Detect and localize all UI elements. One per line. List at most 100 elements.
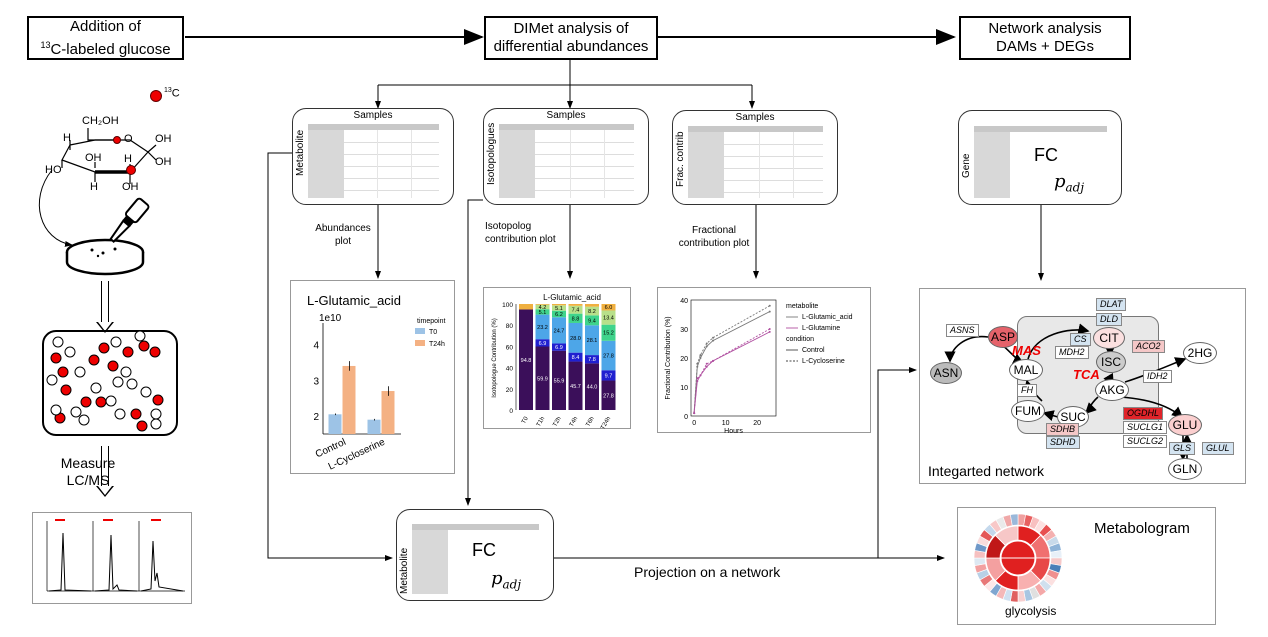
line-ytick-label: 20 — [680, 356, 688, 363]
unlabeled-cell-dot — [120, 366, 132, 378]
line-series — [693, 331, 770, 414]
unlabeled-cell-dot — [50, 404, 62, 416]
stack-bar-segment — [535, 309, 550, 315]
line-ytick-label: 0 — [684, 414, 688, 421]
line-point — [768, 304, 771, 307]
table-header-bar — [688, 126, 823, 132]
glucose-h-1: H — [63, 132, 71, 144]
node-fum: FUM — [1011, 400, 1045, 422]
unlabeled-cell-dot — [114, 408, 126, 420]
table-gridline — [344, 190, 439, 191]
stack-data-label: 6.9 — [555, 345, 563, 351]
node-mal: MAL — [1009, 359, 1043, 381]
abundances-caption-line2: plot — [334, 236, 352, 247]
padj-sub: adj — [1065, 180, 1085, 195]
line-point — [699, 354, 702, 357]
step-box-dimet-line1: DIMet analysis of — [513, 20, 629, 37]
table-gridline — [724, 168, 823, 169]
stack-data-label: 5.1 — [539, 310, 547, 316]
stack-data-label: 7.4 — [572, 308, 580, 314]
stack-bar-segment — [519, 309, 533, 410]
stack-data-label: 8.8 — [572, 316, 580, 322]
step-box-network-line1: Network analysis — [988, 20, 1102, 37]
stack-bar-segment — [585, 304, 599, 307]
line-point — [768, 328, 771, 330]
stack-bar-segment — [568, 361, 583, 410]
projection-label: Projection on a network — [634, 564, 781, 580]
line-legend-label: Control — [802, 347, 825, 354]
line-ytick-label: 40 — [680, 298, 688, 305]
stack-bar-segment — [519, 304, 533, 310]
stack-data-label: 28.1 — [587, 338, 598, 344]
bar-mark — [342, 365, 356, 434]
stack-data-label: 13.4 — [603, 316, 614, 322]
step-box-labeling-line2: 13C-labeled glucose — [40, 36, 170, 59]
stack-bar-segment — [552, 317, 566, 344]
measure-label: Measure LC/MS — [52, 455, 124, 489]
bar-chart-title: L-Glutamic_acid — [307, 293, 401, 308]
samples-header: Samples — [735, 112, 775, 123]
line-legend-label: L-Cycloserine — [802, 358, 845, 365]
labeled-cell-dot — [122, 346, 134, 358]
stack-bar-segment — [535, 339, 550, 347]
line-point — [705, 362, 708, 365]
stack-data-label: 4.2 — [539, 305, 547, 311]
stack-data-label: 15.2 — [603, 331, 614, 337]
stack-chart-title: L-Glutamic_acid — [543, 293, 601, 302]
step-box-dimet-line2: differential abundances — [493, 38, 649, 55]
stack-category-label: T1h — [536, 416, 546, 428]
node-akg: AKG — [1095, 379, 1129, 401]
line-point — [696, 362, 699, 365]
unlabeled-cell-dot — [78, 414, 90, 426]
stack-bar-segment — [568, 305, 583, 314]
table-gridline — [377, 130, 379, 198]
labeled-cell-dot — [80, 396, 92, 408]
gene-ogdhl: OGDHL — [1123, 407, 1164, 420]
padj-label: padj — [1054, 171, 1084, 195]
line-point — [705, 342, 708, 345]
glucose-oh-4: OH — [122, 181, 139, 193]
step-box-labeling-text: C-labeled glucose — [50, 40, 171, 58]
labeled-cell-dot — [98, 342, 110, 354]
step-box-dimet: DIMet analysis of differential abundance… — [484, 16, 658, 60]
padj-p: p — [491, 568, 503, 589]
stack-data-label: 59.9 — [537, 376, 548, 382]
network-title: Integarted network — [928, 463, 1044, 479]
stack-ytick-label: 0 — [509, 408, 513, 415]
lcms-spectrum-plot — [46, 519, 185, 592]
stack-bar-segment — [601, 310, 616, 325]
table-header-bar — [499, 124, 634, 130]
carbon13-text: C — [171, 87, 180, 100]
stack-bar-segment — [552, 343, 566, 351]
labeled-cells-container — [42, 330, 178, 436]
node-suc: SUC — [1057, 406, 1089, 428]
carbon13-legend-label: 13C — [164, 87, 180, 100]
table-row-header — [308, 130, 344, 198]
bar-ytick-label: 3 — [313, 376, 319, 387]
bar-legend-swatch — [415, 340, 425, 346]
line-plot-frame — [690, 299, 777, 417]
table-gridline — [758, 132, 760, 198]
stack-ytick-label: 80 — [506, 323, 514, 330]
table-row-header — [499, 130, 535, 198]
isotopolog-stacked-chart: L-Glutamic_acid020406080100Isotopologue … — [492, 293, 616, 430]
unlabeled-cell-dot — [52, 336, 64, 348]
stack-bar-segment — [568, 322, 583, 353]
line-point — [705, 365, 708, 368]
gene-sdhd: SDHD — [1046, 436, 1080, 449]
line-point — [712, 336, 715, 339]
line-xtick-label: 0 — [692, 420, 696, 427]
gene-idh2: IDH2 — [1143, 370, 1172, 383]
line-legend-label: condition — [786, 336, 814, 343]
lcms-spectrum-image — [32, 512, 192, 604]
line-ytick-label: 10 — [680, 385, 688, 392]
gene-fh: FH — [1017, 384, 1037, 397]
stack-ytick-label: 20 — [506, 387, 514, 394]
gene-mdh2: MDH2 — [1055, 346, 1089, 359]
